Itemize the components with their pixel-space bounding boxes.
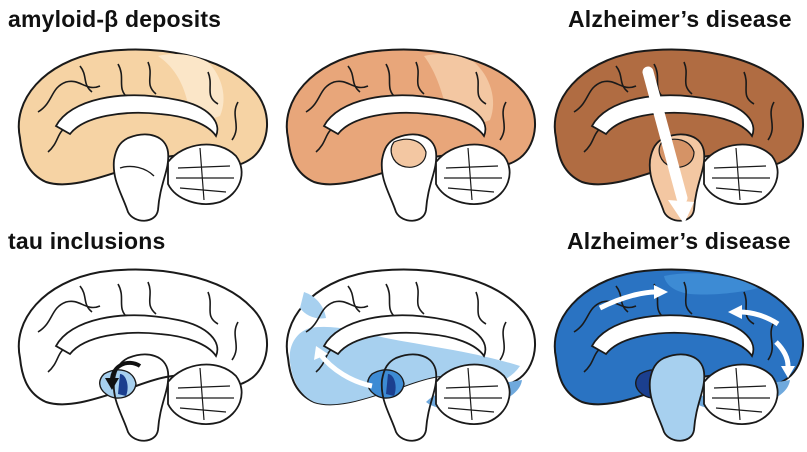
tau-stage1-medial-temporal [100,370,136,398]
amyloid-stage1-brainstem [114,134,169,220]
tau-stage1-cerebellum [168,365,242,424]
amyloid-row-title: amyloid-β deposits [8,6,221,33]
amyloid-stage2-cerebellum [436,145,510,204]
amyloid-stage1-cerebellum [168,145,242,204]
amyloid-stage3-cerebellum [704,145,778,204]
amyloid-stage3-brain-icon [544,42,807,232]
alzheimers-amyloid-title: Alzheimer’s disease [568,6,792,33]
tau-stage3-cerebellum [704,365,778,424]
amyloid-stage2-brain-icon [276,42,542,232]
amyloid-stage2-brainstem [382,134,437,220]
tau-stage3-brainstem [650,354,705,440]
tau-stage2-brain-icon [276,262,542,452]
tau-stage3-brain-icon [544,262,807,452]
tau-stage2-medial-temporal [368,370,404,398]
tau-row-title: tau inclusions [8,228,165,255]
amyloid-stage1-brain-icon [8,42,274,232]
alzheimers-tau-title: Alzheimer’s disease [567,228,791,255]
tau-stage1-brain-icon [8,262,274,452]
tau-stage2-cerebellum [436,365,510,424]
